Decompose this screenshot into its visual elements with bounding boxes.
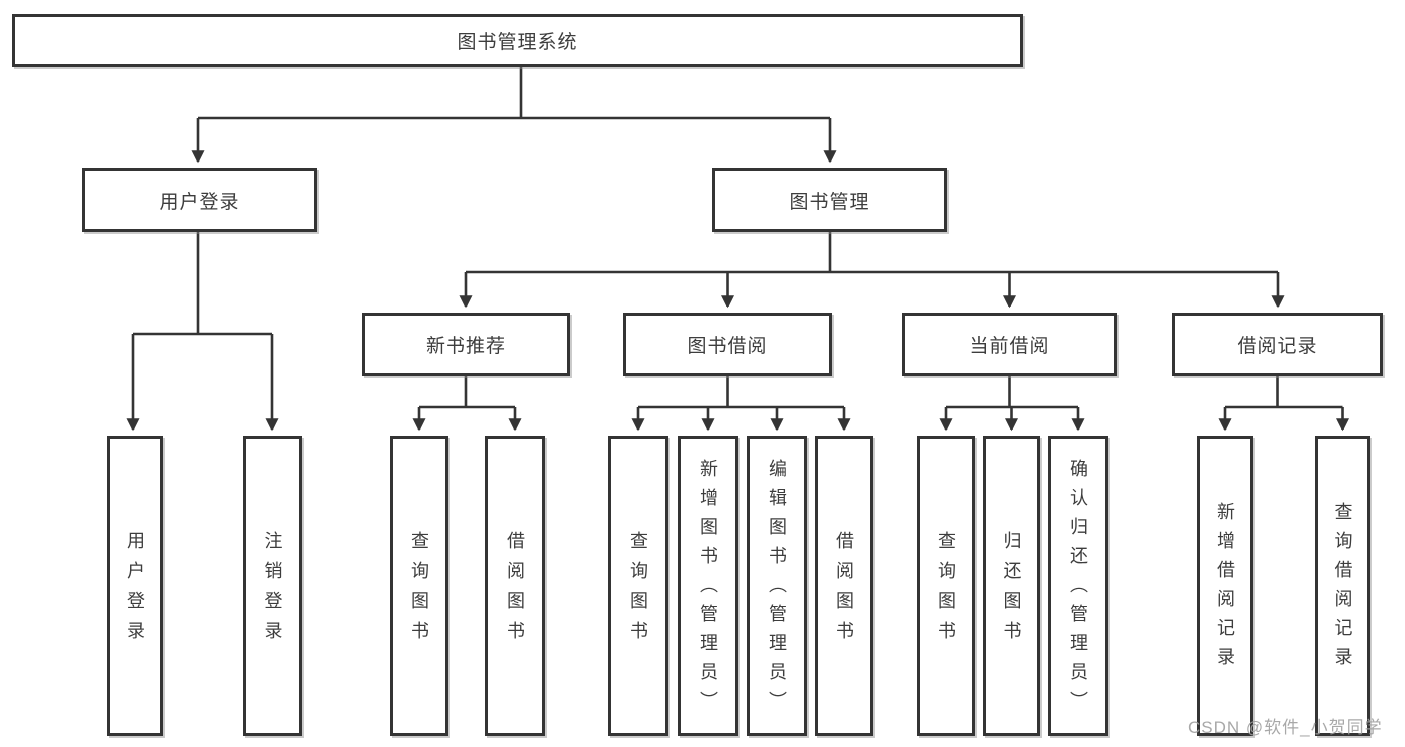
csdn-watermark: CSDN @软件_小贺同学 — [1188, 718, 1383, 737]
node-edit-book-admin: 编辑图书（管理员） — [747, 436, 807, 736]
node-library-management-system: 图书管理系统 — [12, 14, 1023, 67]
node-query-borrow-record: 查询借阅记录 — [1315, 436, 1370, 736]
node-borrow-book-recommend: 借阅图书 — [485, 436, 545, 736]
node-user-login-leaf: 用户登录 — [107, 436, 163, 736]
node-confirm-return-admin: 确认归还（管理员） — [1048, 436, 1108, 736]
node-logout: 注销登录 — [243, 436, 302, 736]
node-add-book-admin: 新增图书（管理员） — [678, 436, 738, 736]
node-user-login: 用户登录 — [82, 168, 317, 232]
node-new-book-recommend: 新书推荐 — [362, 313, 570, 376]
node-add-borrow-record: 新增借阅记录 — [1197, 436, 1253, 736]
node-borrow-record: 借阅记录 — [1172, 313, 1383, 376]
node-borrow-book: 借阅图书 — [815, 436, 873, 736]
node-query-book-recommend: 查询图书 — [390, 436, 448, 736]
node-book-management: 图书管理 — [712, 168, 947, 232]
node-query-book-current: 查询图书 — [917, 436, 975, 736]
node-current-borrow: 当前借阅 — [902, 313, 1117, 376]
node-return-book: 归还图书 — [983, 436, 1040, 736]
node-query-book-borrow: 查询图书 — [608, 436, 668, 736]
node-book-borrow: 图书借阅 — [623, 313, 832, 376]
